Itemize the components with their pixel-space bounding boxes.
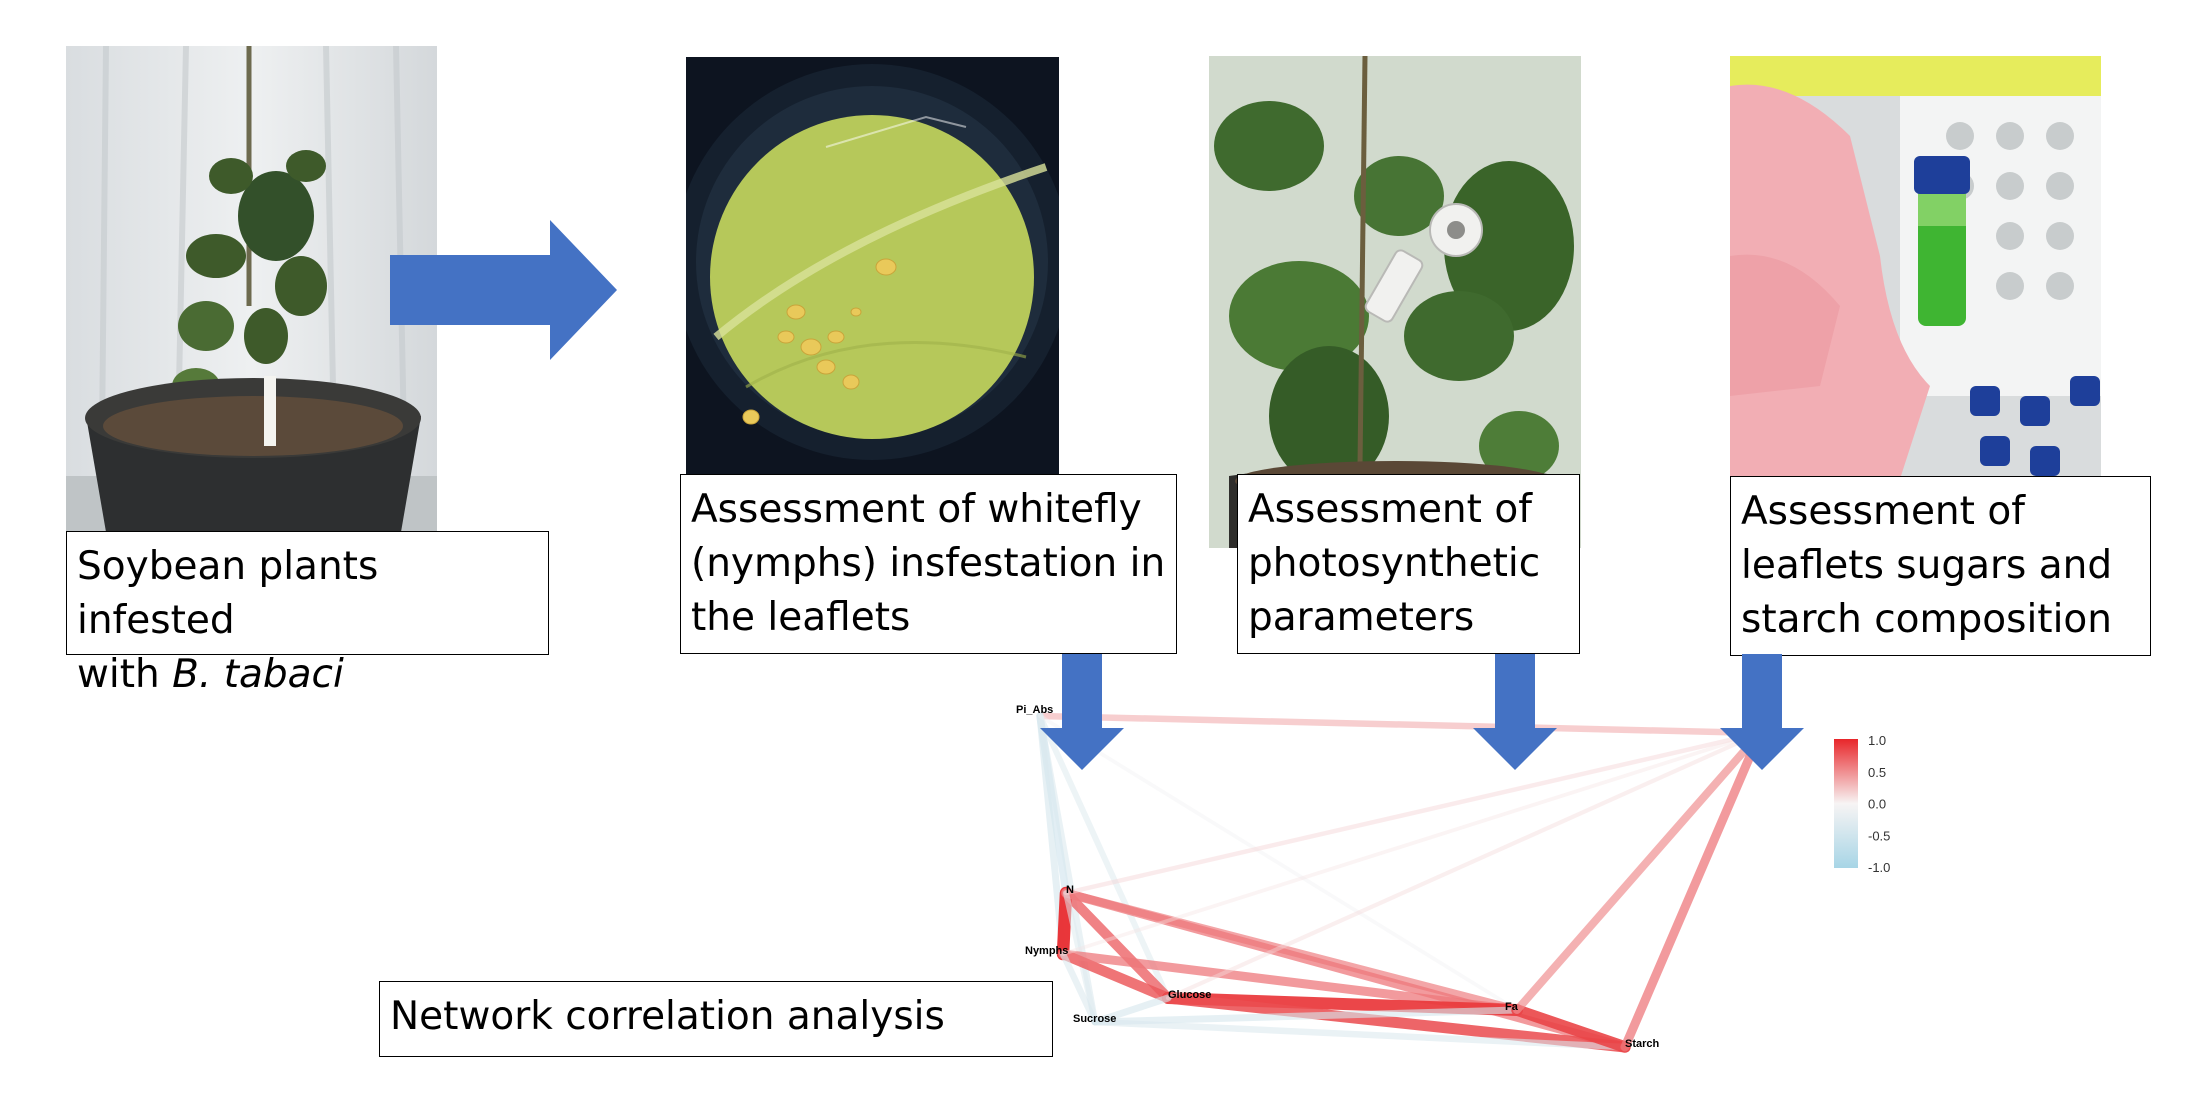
down-arrow-icon — [1040, 654, 1124, 770]
photosynthesis-caption-line1: Assessment of — [1248, 487, 1532, 532]
network-caption-text: Network correlation analysis — [390, 994, 945, 1039]
sugars-caption-line1: Assessment of — [1741, 489, 2025, 534]
node-label-n: N — [1066, 884, 1074, 896]
whitefly-caption: Assessment of whitefly (nymphs) insfesta… — [680, 474, 1177, 654]
legend-colorbar — [1834, 739, 1858, 868]
soybean-caption-prefix: with — [77, 652, 173, 697]
down-arrow-icon — [1720, 654, 1804, 770]
photosynthesis-caption-line2: photosynthetic — [1248, 541, 1541, 586]
down-arrow-icon — [1473, 654, 1557, 770]
right-arrow-icon — [390, 220, 617, 360]
photosynthesis-caption-line3: parameters — [1248, 595, 1475, 640]
whitefly-caption-line2: (nymphs) insfestation in — [691, 541, 1166, 586]
node-label-pi-abs: Pi_Abs — [1016, 704, 1053, 716]
edge-starch-right_hub — [1620, 728, 1765, 1052]
edge-glucose-right_hub — [1165, 730, 1763, 1001]
legend-tick-label: 0.5 — [1868, 765, 1886, 780]
edge-n-right_hub — [1063, 730, 1763, 896]
node-label-fa: Fa — [1505, 1001, 1519, 1013]
whitefly-caption-line3: the leaflets — [691, 595, 911, 640]
edge-glucose-starch — [1162, 992, 1631, 1053]
sugars-caption-line3: starch composition — [1741, 597, 2113, 642]
legend-tick-label: -1.0 — [1868, 860, 1890, 875]
node-label-sucrose: Sucrose — [1073, 1013, 1116, 1025]
legend-tick-label: -0.5 — [1868, 828, 1890, 843]
edge-nymphs-right_hub — [1061, 731, 1762, 956]
soybean-caption-line1: Soybean plants infested — [77, 544, 379, 643]
node-label-glucose: Glucose — [1168, 989, 1211, 1001]
edge-nymphs-glucose — [1057, 948, 1174, 1004]
photosynthesis-measurement-photo — [1209, 56, 1581, 548]
edge-fa-starch — [1511, 1004, 1631, 1053]
whitefly-caption-line1: Assessment of whitefly — [691, 487, 1142, 532]
soybean-caption: Soybean plants infested with B. tabaci — [66, 531, 549, 697]
edge-sucrose-fa — [1091, 1006, 1521, 1026]
edge-n-starch — [1061, 888, 1630, 1052]
edge-n-glucose — [1061, 888, 1173, 1003]
network-edges — [1036, 712, 1765, 1053]
edge-fa-right_hub — [1513, 729, 1764, 1014]
correlation-legend: 1.0 0.5 0.0 -0.5 -1.0 — [1834, 733, 1890, 875]
edge-pi_abs-right_hub — [1036, 712, 1764, 737]
node-label-starch: Starch — [1625, 1038, 1660, 1050]
sugars-caption-line2: leaflets sugars and — [1741, 543, 2113, 588]
soybean-plant-photo — [66, 46, 437, 532]
edge-nymphs-fa — [1058, 949, 1522, 1015]
network-caption: Network correlation analysis — [379, 981, 1053, 1057]
legend-tick-label: 0.0 — [1868, 797, 1886, 812]
legend-tick-label: 1.0 — [1868, 733, 1886, 748]
edge-nymphs-sucrose — [1059, 950, 1099, 1026]
photosynthesis-caption: Assessment of photosynthetic parameters — [1237, 474, 1580, 654]
node-label-nymphs: Nymphs — [1025, 945, 1068, 957]
whitefly-nymphs-microscope-photo — [686, 57, 1059, 477]
species-name: B. tabaci — [172, 652, 344, 697]
edge-sucrose-starch — [1091, 1018, 1629, 1051]
edge-pi_abs-fa — [1038, 714, 1519, 1012]
edge-glucose-sucrose — [1091, 994, 1172, 1026]
sugars-caption: Assessment of leaflets sugars and starch… — [1730, 476, 2151, 656]
edge-pi_abs-glucose — [1037, 713, 1171, 1001]
sugar-vial-sample-photo — [1730, 56, 2101, 479]
soybean-caption-line2: with B. tabaci — [77, 648, 538, 702]
